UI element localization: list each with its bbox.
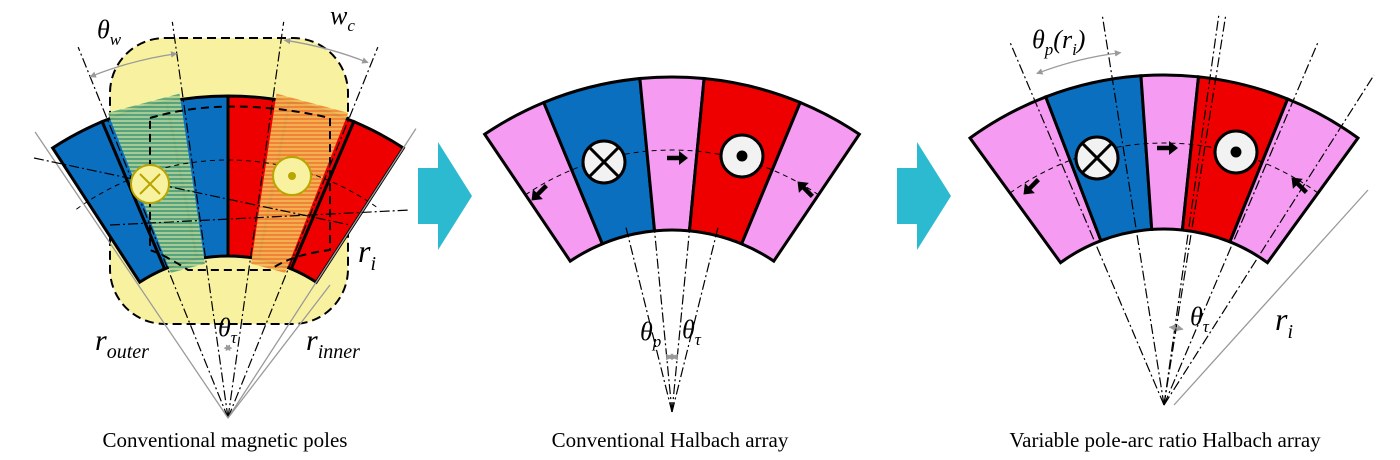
radial-line xyxy=(227,46,379,419)
radius-guide xyxy=(34,131,229,419)
magnet-segments xyxy=(967,73,1361,265)
theta-p-ri-dimension xyxy=(1036,50,1122,75)
magnetization-symbols xyxy=(531,133,814,201)
magnetization-arrow xyxy=(667,151,688,165)
magnetization-dot-symbol xyxy=(1213,129,1259,175)
caption-right: Variable pole-arc ratio Halbach array xyxy=(1009,428,1321,452)
mid-radius-arc xyxy=(76,159,380,210)
arrow-head xyxy=(531,189,543,201)
radial-line xyxy=(77,46,229,419)
radial-line xyxy=(1163,74,1375,406)
w-c-dimension xyxy=(283,37,369,64)
winding-dot-symbol xyxy=(272,156,312,196)
r-inner-guide xyxy=(227,284,331,419)
arrow-head xyxy=(679,151,688,165)
flux-inner-outline xyxy=(149,105,331,271)
theta-p-label: θp xyxy=(640,317,661,351)
radial-line xyxy=(1163,13,1220,406)
arrow-head xyxy=(1291,177,1303,189)
mid-radius-arc xyxy=(525,149,819,196)
cross-line xyxy=(139,173,161,195)
r-i-label: ri xyxy=(1275,301,1293,343)
theta-tau-dimension xyxy=(1168,324,1184,332)
construction-lines xyxy=(525,149,819,413)
radial-line xyxy=(1009,41,1165,406)
radial-line xyxy=(1101,14,1165,406)
cross-line xyxy=(588,146,620,178)
radial-line xyxy=(1163,41,1319,406)
theta-tau-label: θτ xyxy=(1190,302,1210,336)
arrow-shaft xyxy=(1294,180,1308,194)
arrow-head xyxy=(797,181,809,193)
magnet-segments xyxy=(50,94,406,285)
radial-line xyxy=(671,220,691,413)
panel-conventional-halbach: θp θτ Conventional Halbach array xyxy=(482,75,862,452)
caption-middle: Conventional Halbach array xyxy=(552,428,789,452)
radial-line xyxy=(624,225,673,413)
caption-left: Conventional magnetic poles xyxy=(103,428,348,452)
magnetization-symbols xyxy=(1023,129,1308,195)
right-block-arrow-icon xyxy=(418,142,472,250)
magnetization-arrow xyxy=(797,181,814,198)
r-i-label: ri xyxy=(358,233,376,275)
theta-w-dimension xyxy=(89,51,178,78)
radius-guide xyxy=(227,128,417,419)
dot-center xyxy=(1230,146,1242,158)
w-c-label: wc xyxy=(330,1,355,35)
arrow-shaft xyxy=(1026,178,1040,192)
r-outer-label: router xyxy=(95,324,149,363)
radial-line xyxy=(227,21,285,419)
panel-variable-pole-arc-halbach: θp(ri) θτ ri Variable pole-arc ratio Hal… xyxy=(967,13,1375,452)
r-inner-label: rinner xyxy=(306,324,360,363)
radial-line xyxy=(653,220,673,413)
arrow-head xyxy=(1169,141,1178,155)
magnetization-cross-symbol xyxy=(581,139,627,185)
winding-symbols xyxy=(130,156,312,204)
chord-line xyxy=(109,209,411,226)
mid-radius-arc xyxy=(1009,142,1319,194)
radial-line xyxy=(1163,14,1227,406)
arrow-shaft xyxy=(534,184,548,198)
magnet-segment xyxy=(739,100,862,264)
theta-p-ri-label: θp(ri) xyxy=(1032,25,1085,59)
theta-w-label: θw xyxy=(97,15,122,49)
right-block-arrow-icon xyxy=(897,142,951,250)
arrow-shaft xyxy=(800,184,814,198)
winding-cross-symbol xyxy=(130,164,170,204)
dot-center xyxy=(288,172,296,180)
magnetization-cross-symbol xyxy=(1074,135,1120,181)
r-i-guide xyxy=(1173,189,1369,406)
construction-lines xyxy=(33,21,417,419)
theta-tau-label: θτ xyxy=(218,313,238,347)
magnet-segments xyxy=(482,75,862,264)
magnetization-arrow xyxy=(531,184,548,201)
arrow-head xyxy=(1023,183,1035,195)
magnetization-dot-symbol xyxy=(719,133,765,179)
dot-center xyxy=(736,150,748,162)
magnetization-arrow xyxy=(1023,178,1040,195)
theta-tau-label: θτ xyxy=(682,315,702,349)
magnetization-arrow xyxy=(1157,141,1178,155)
cross-line xyxy=(1081,142,1113,174)
magnetization-arrow xyxy=(1291,177,1308,194)
radial-line xyxy=(671,225,720,413)
construction-lines xyxy=(1009,13,1375,406)
panel-conventional-magnetic-poles: θw wc ri router rinner θτ Conventional m… xyxy=(33,1,417,452)
